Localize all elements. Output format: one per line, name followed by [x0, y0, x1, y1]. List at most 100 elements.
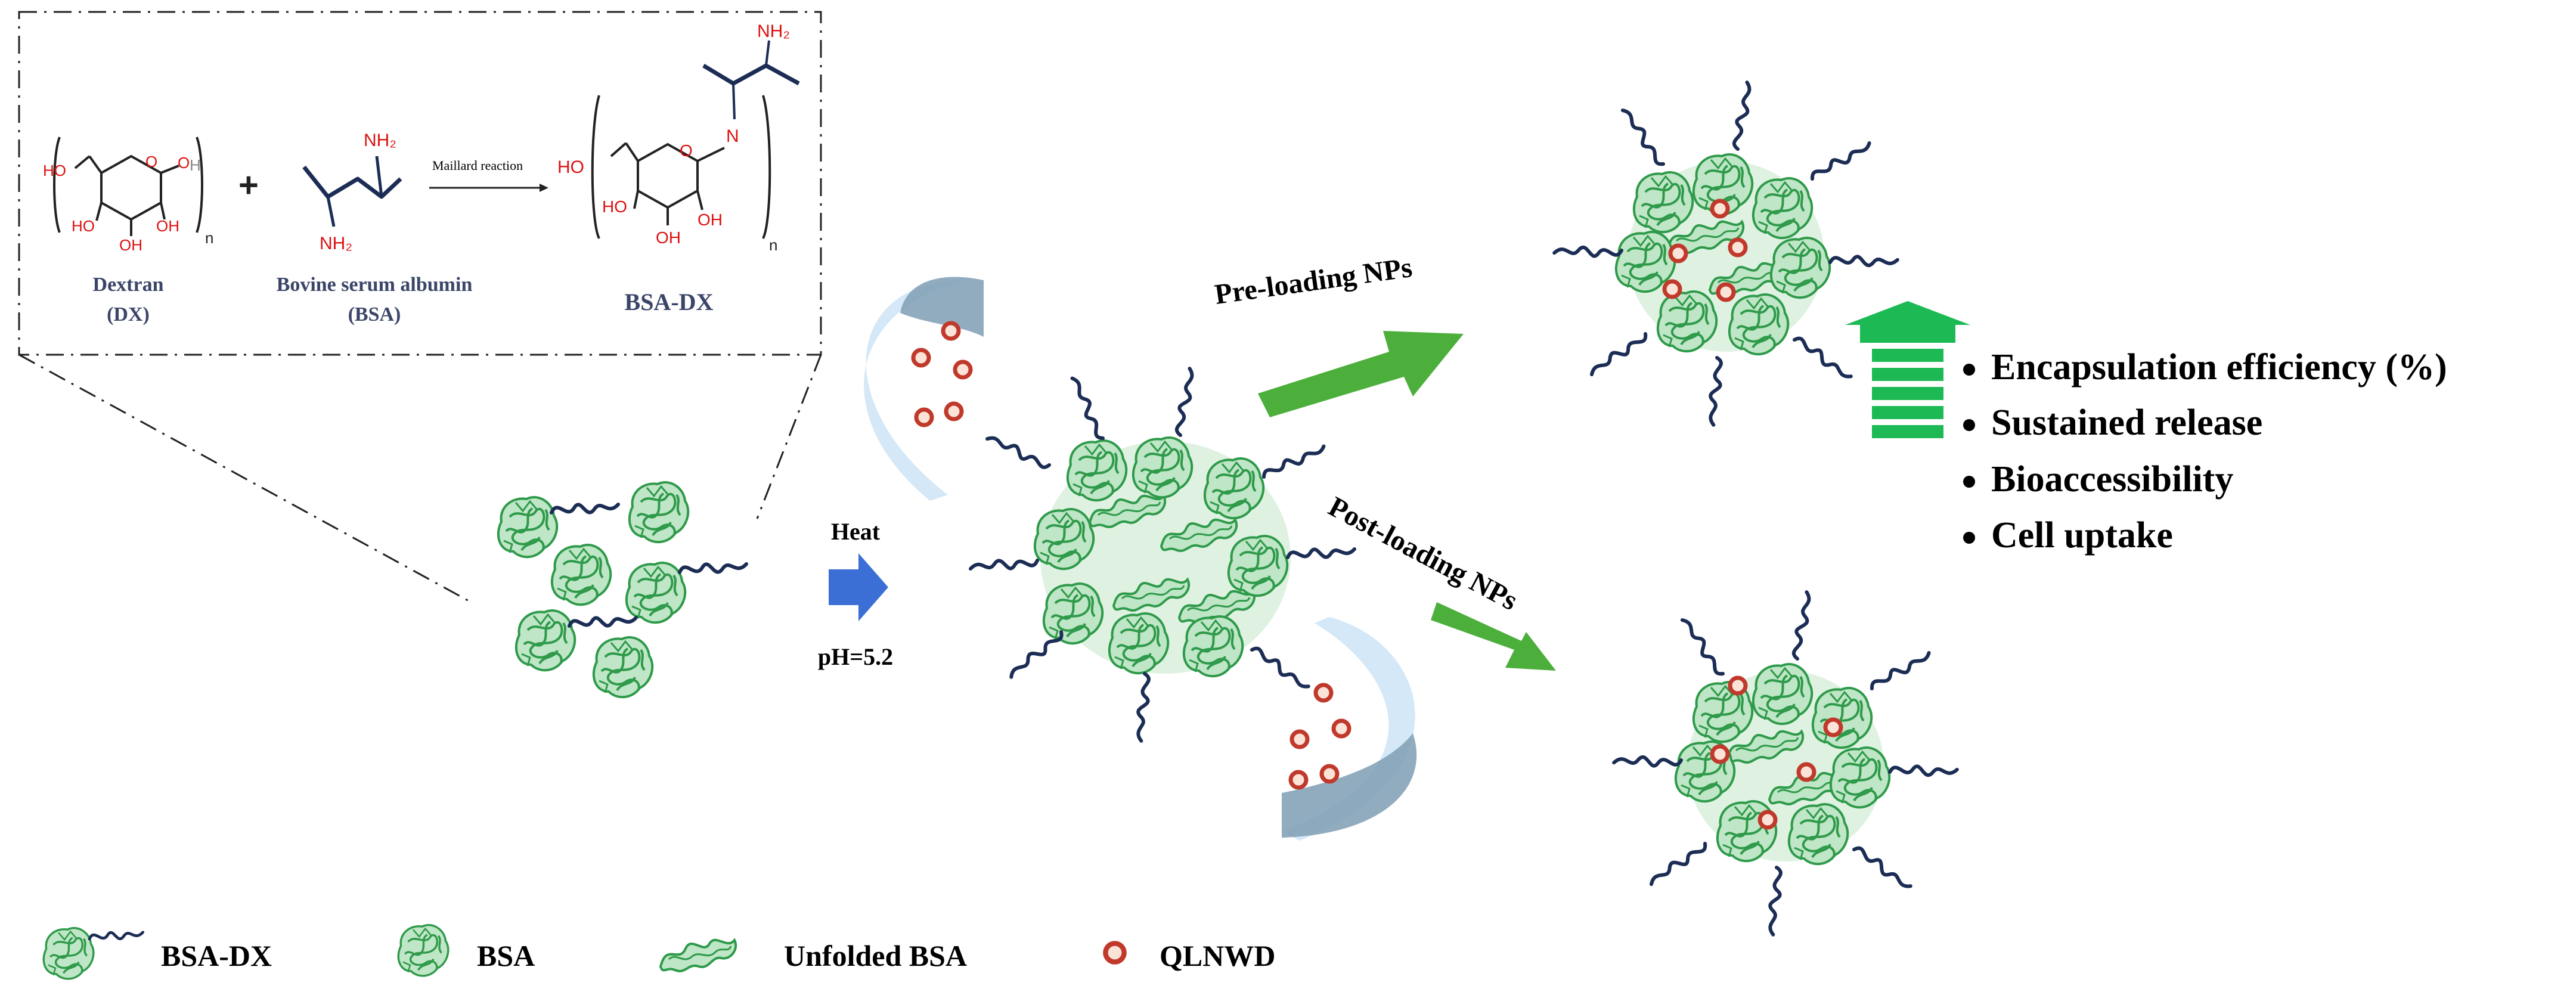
bsa-nh2-top: NH₂: [364, 131, 396, 150]
heat-arrow: [829, 553, 888, 621]
bsa-name: Bovine serum albumin: [277, 274, 473, 296]
drug-molecule: [1664, 281, 1680, 297]
drug-molecule: [946, 404, 962, 419]
reaction-inset: HO O O H HO OH OH n + NH₂ NH₂ Maillard r…: [18, 11, 822, 603]
product-oh-1: OH: [656, 228, 681, 247]
legend-label-unfolded-bsa: Unfolded BSA: [784, 939, 967, 972]
postloading-drug-addition: [1282, 617, 1417, 841]
drug-molecule: [1670, 246, 1686, 261]
bsa-particle: [1769, 236, 1831, 299]
drug-molecule: [1334, 721, 1349, 736]
dextran-chain: [1890, 764, 1957, 778]
postloading-nanoparticle: [1614, 592, 1957, 935]
bullet-icon: [1963, 364, 1975, 376]
legend-item-bsa-dx: BSA-DX: [42, 926, 272, 980]
dextran-chain: [1172, 368, 1198, 435]
drug-molecule: [1316, 685, 1331, 701]
dextran-chain: [1554, 244, 1622, 259]
inset-border: [18, 11, 822, 356]
drug-molecule: [913, 350, 929, 365]
bsa-particle: [550, 543, 612, 606]
dextran-oh-2: OH: [156, 217, 179, 235]
product-oh-2: OH: [698, 210, 723, 229]
inset-leader-left: [18, 354, 472, 603]
drug-molecule: [1825, 720, 1841, 735]
drug-molecule: [1292, 732, 1307, 747]
bullet-icon: [1963, 532, 1975, 544]
bsa-particle: [628, 481, 690, 544]
dextran-chain: [1133, 674, 1153, 741]
dextran-abbr: (DX): [107, 303, 150, 326]
dextran-chain: [1789, 592, 1815, 659]
bullet-icon: [1963, 476, 1975, 488]
dextran-chain: [1647, 844, 1709, 884]
legend: BSA-DX BSA Unfolded BSA QLNWD: [42, 923, 1275, 980]
bsa-particle: [592, 636, 654, 699]
product-n: N: [726, 126, 739, 146]
drug-molecule: [1712, 746, 1728, 762]
benefit-item: Bioaccessibility: [1991, 459, 2233, 500]
dextran-ring-o: O: [145, 153, 157, 171]
dextran-chain: [1261, 447, 1326, 477]
preloading-arrow: [1258, 331, 1464, 417]
dextran-chain: [1830, 254, 1898, 268]
improvement-up-arrow: [1845, 301, 1970, 438]
dextran-h: H: [190, 156, 201, 174]
drug-molecule: [943, 323, 959, 339]
dextran-chain: [1868, 653, 1932, 689]
drug-molecule: [1730, 240, 1746, 255]
inset-leader-right: [756, 354, 822, 519]
unfolded-bsa-icon: [659, 938, 737, 972]
bsa-dx-icon: [42, 926, 95, 980]
product-ho: HO: [557, 157, 584, 177]
drug-molecule: [1730, 678, 1746, 693]
drug-molecule: [955, 362, 971, 377]
ph-label: pH=5.2: [818, 643, 893, 670]
dextran-chain: [1006, 632, 1066, 677]
benefit-item: Sustained release: [1991, 402, 2262, 443]
product-ho-2: HO: [602, 197, 627, 216]
dextran-chain: [569, 618, 636, 626]
drug-molecule: [916, 410, 932, 425]
bsa-particle: [1829, 746, 1891, 809]
bsa-particle: [1182, 615, 1244, 678]
dextran-chain: [1765, 867, 1785, 935]
dextran-oh-1: OH: [119, 236, 142, 254]
dextran-chain: [1072, 376, 1103, 441]
central-nanoparticle: [971, 368, 1354, 741]
benefit-item: Encapsulation efficiency (%): [1991, 347, 2447, 388]
drug-molecule: [1760, 812, 1775, 827]
legend-label-bsa-dx: BSA-DX: [161, 939, 272, 972]
bsa-icon: [397, 923, 450, 977]
bsa-particle: [1787, 802, 1849, 866]
maillard-label: Maillard reaction: [432, 158, 523, 173]
dextran-chain: [1794, 333, 1851, 383]
dextran-chain: [1288, 549, 1354, 557]
dextran-chain: [551, 504, 618, 513]
drug-molecule: [1799, 764, 1814, 780]
postloading-label: Post-loading NPs: [1323, 491, 1523, 616]
dextran-o: O: [178, 154, 190, 172]
bsa-structure: NH₂ NH₂: [302, 131, 402, 253]
plus-sign: +: [238, 166, 259, 204]
dextran-chain: [1854, 843, 1911, 892]
dextran-chain: [1614, 754, 1681, 768]
legend-label-bsa: BSA: [477, 939, 535, 972]
dextran-subscript-n: n: [205, 229, 213, 247]
bullet-icon: [1963, 419, 1975, 431]
product-subscript-n: n: [769, 236, 777, 254]
dextran-ho-2: HO: [72, 217, 95, 235]
dextran-chain: [1623, 106, 1663, 168]
dextran-chain: [1809, 143, 1873, 179]
dextran-structure: HO O O H HO OH OH n: [43, 137, 213, 254]
drug-molecule: [1712, 201, 1728, 216]
legend-item-qlnwd: QLNWD: [1105, 939, 1275, 972]
dextran-chain: [1682, 616, 1723, 678]
dextran-chain: [1706, 358, 1725, 425]
bsa-dx-mixture: [497, 481, 746, 699]
heat-label: Heat: [831, 518, 881, 545]
postloading-arrow: [1431, 602, 1556, 671]
bsa-particle: [497, 495, 559, 559]
bsa-nh2-bottom: NH₂: [320, 234, 352, 253]
dextran-ho: HO: [43, 162, 66, 179]
